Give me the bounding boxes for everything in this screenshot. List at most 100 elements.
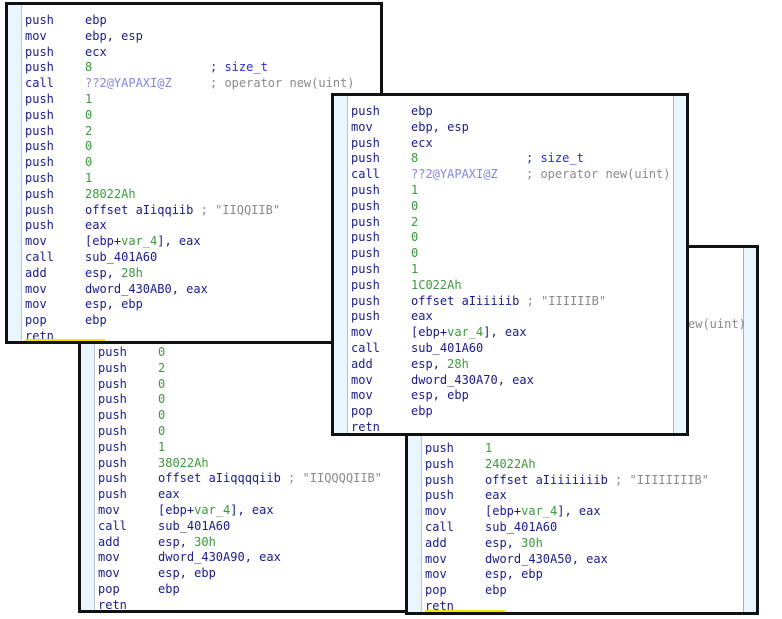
mnemonic: push: [25, 44, 54, 59]
mnemonic: push: [98, 345, 127, 359]
scrollbar-strip[interactable]: [673, 96, 686, 433]
asm-line[interactable]: retn: [98, 598, 411, 610]
comment: ; operator new(uint): [526, 167, 671, 182]
scrollbar-strip[interactable]: [743, 248, 756, 612]
asm-line[interactable]: call??2@YAPAXI@Z; operator new(uint): [351, 167, 686, 183]
operand: sub_401A60: [411, 340, 484, 355]
mnemonic: push: [25, 202, 54, 217]
asm-line[interactable]: retn: [425, 599, 756, 612]
asm-line[interactable]: mov[ebp+var_4], eax: [351, 325, 686, 341]
operand: 24022Ah: [485, 456, 536, 471]
asm-line[interactable]: push eax: [425, 488, 756, 504]
mnemonic: push: [351, 104, 380, 118]
asm-line[interactable]: mov[ebp+var_4], eax: [25, 234, 380, 250]
operand: 0: [158, 423, 166, 438]
mnemonic: push: [98, 471, 127, 486]
operand: 2: [85, 123, 93, 138]
mnemonic: push: [351, 151, 380, 166]
mnemonic: push: [98, 455, 127, 470]
mnemonic: mov: [98, 550, 120, 565]
selection-highlight: [25, 339, 105, 341]
asm-line[interactable]: retn: [25, 329, 380, 341]
asm-line[interactable]: call??2@YAPAXI@Z; operator new(uint): [25, 76, 380, 92]
mnemonic: mov: [25, 281, 47, 296]
mnemonic: pop: [351, 404, 373, 419]
mnemonic: mov: [351, 119, 373, 134]
mnemonic: push: [425, 488, 454, 503]
asm-line[interactable]: retn: [351, 420, 686, 433]
asm-line[interactable]: mov[ebp+var_4], eax: [425, 504, 756, 520]
operand: eax: [485, 488, 507, 503]
mnemonic: push: [25, 186, 54, 201]
asm-line[interactable]: mov[ebp+var_4], eax: [98, 503, 411, 519]
mnemonic: push: [351, 309, 380, 324]
operand: esp, ebp: [485, 567, 543, 582]
mnemonic: mov: [25, 234, 47, 249]
comment: ; "IIIIIIIIB": [607, 472, 709, 487]
